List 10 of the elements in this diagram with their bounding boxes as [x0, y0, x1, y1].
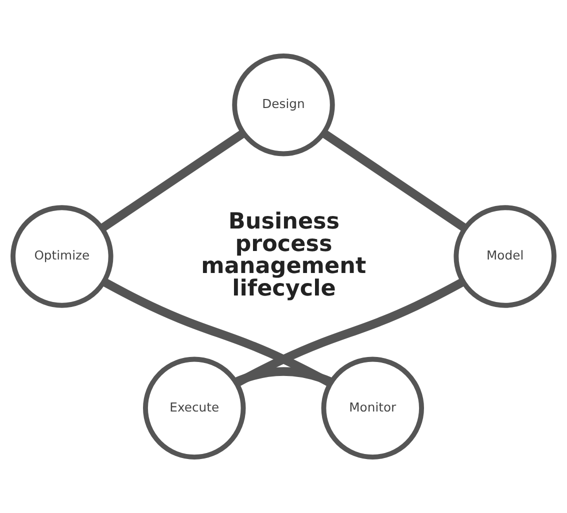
node-circle: Model: [454, 205, 556, 308]
connector: [100, 130, 246, 232]
node-circle: Monitor: [321, 356, 424, 460]
connector: [234, 278, 466, 387]
node-circle: Execute: [143, 356, 246, 460]
node-circle: Optimize: [10, 205, 114, 308]
connector: [321, 130, 468, 232]
node-circle: Design: [232, 53, 335, 156]
connector: [102, 278, 333, 387]
label: Business process management lifecycle: [201, 208, 366, 302]
